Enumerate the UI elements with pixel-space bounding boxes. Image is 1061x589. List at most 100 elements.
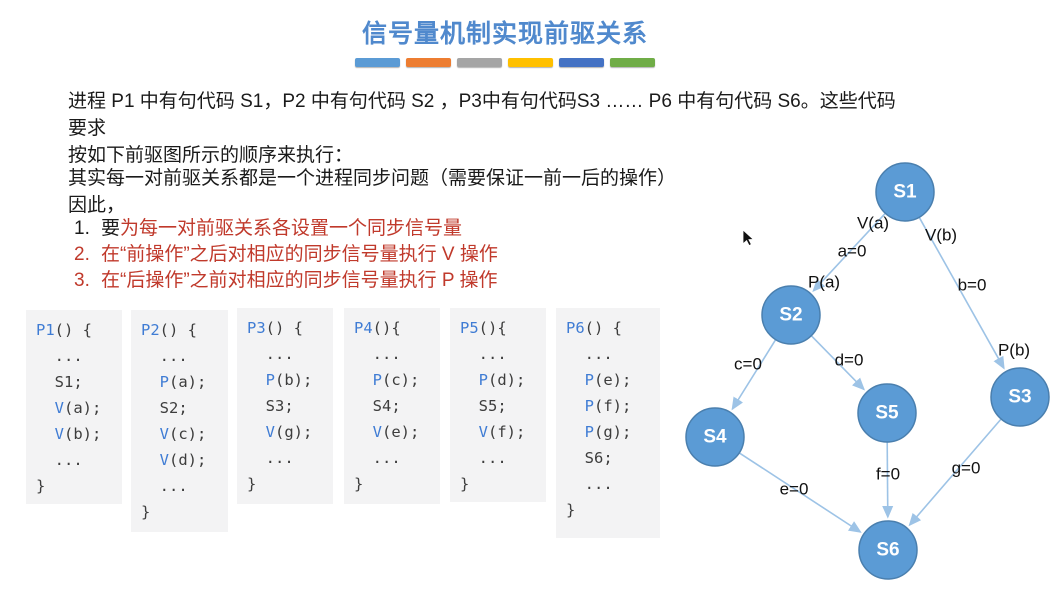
code-token: ... [247, 449, 294, 467]
code-token: (b); [275, 371, 313, 389]
graph-node-label-S2: S2 [779, 305, 802, 326]
graph-edge-label: e=0 [780, 480, 809, 499]
code-token: (){ [372, 319, 401, 337]
code-line: V(d); [141, 447, 218, 473]
code-line: S6; [566, 445, 650, 471]
code-panel-P6: P6() { ... P(e); P(f); P(g); S6; ...} [556, 308, 660, 538]
code-panel-P3: P3() { ... P(b); S3; V(g); ...} [237, 308, 333, 504]
code-token: P3 [247, 319, 266, 337]
code-panel-P5: P5(){ ... P(d); S5; V(f); ...} [450, 308, 546, 502]
code-token: P2 [141, 321, 160, 339]
code-token: P [372, 371, 383, 389]
step-text-red: 为每一对前驱关系各设置一个同步信号量 [120, 218, 463, 239]
step-number: 1. [74, 218, 90, 239]
code-token: V [159, 451, 170, 469]
code-line: P3() { [247, 315, 323, 341]
code-token: (e); [382, 423, 420, 441]
code-line: V(e); [354, 419, 430, 445]
code-line: V(b); [36, 421, 112, 447]
code-token: (d); [488, 371, 526, 389]
code-token: ... [460, 345, 507, 363]
code-token: V [478, 423, 489, 441]
graph-edge-label: g=0 [952, 459, 981, 478]
code-token: ... [247, 345, 294, 363]
code-token: V [265, 423, 276, 441]
code-token: ... [141, 477, 188, 495]
code-line: P(b); [247, 367, 323, 393]
graph-edge-label: d=0 [835, 351, 864, 370]
graph-edge-label: V(a) [857, 214, 889, 233]
code-line: P(c); [354, 367, 430, 393]
graph-node-label-S1: S1 [893, 182, 917, 203]
code-line: ... [36, 343, 112, 369]
code-token: ... [141, 347, 188, 365]
title-underline-bar [406, 58, 451, 67]
intro-paragraph: 进程 P1 中有句代码 S1，P2 中有句代码 S2 ，P3中有句代码S3 ……… [68, 88, 898, 169]
code-token: P1 [36, 321, 55, 339]
code-token: ... [354, 449, 401, 467]
title-underline-bar [457, 58, 502, 67]
code-token: ... [566, 345, 613, 363]
code-token: (){ [478, 319, 507, 337]
graph-node-S3 [990, 367, 1050, 427]
code-line: P(g); [566, 419, 650, 445]
code-line: } [460, 471, 536, 497]
graph-edge-S1-S3 [918, 216, 1005, 370]
code-line: S2; [141, 395, 218, 421]
graph-node-S2 [761, 285, 821, 345]
code-line: V(c); [141, 421, 218, 447]
code-token: (f); [488, 423, 526, 441]
code-line: P(a); [141, 369, 218, 395]
list-item: 1. 要为每一对前驱关系各设置一个同步信号量 [74, 216, 498, 242]
code-token: S1; [36, 373, 83, 391]
graph-node-label-S3: S3 [1008, 387, 1031, 408]
code-token: () { [54, 321, 92, 339]
code-token: } [460, 475, 470, 493]
intro-line-1: 进程 P1 中有句代码 S1，P2 中有句代码 S2 ，P3中有句代码S3 ……… [68, 91, 896, 139]
code-line: P5(){ [460, 315, 536, 341]
code-line: S4; [354, 393, 430, 419]
step-text: 在“后操作”之前对相应的同步信号量执行 P 操作 [101, 268, 498, 294]
code-line: ... [566, 341, 650, 367]
code-line: P(e); [566, 367, 650, 393]
code-token: S2; [141, 399, 188, 417]
intro-line-2: 按如下前驱图所示的顺序来执行： [68, 145, 354, 166]
code-token: (d); [169, 451, 207, 469]
code-token: S4; [354, 397, 401, 415]
code-line: S3; [247, 393, 323, 419]
graph-edge-label: P(a) [808, 273, 840, 292]
graph-edge-S1-S2 [812, 212, 886, 292]
note-paragraph: 其实每一对前驱关系都是一个进程同步问题（需要保证一前一后的操作） 因此， [68, 165, 828, 219]
code-token: (e); [594, 371, 632, 389]
page-title: 信号量机制实现前驱关系 [361, 20, 648, 48]
code-token: P [584, 397, 595, 415]
code-token: (c); [382, 371, 420, 389]
title-underline-bar [610, 58, 655, 67]
code-line: } [247, 471, 323, 497]
code-token: S3; [247, 397, 294, 415]
code-line: ... [460, 445, 536, 471]
step-text-red: 在“后操作”之前对相应的同步信号量执行 P 操作 [101, 270, 498, 291]
title-underline-bars [355, 58, 655, 67]
code-token: (b); [64, 425, 102, 443]
note-line-1: 其实每一对前驱关系都是一个进程同步问题（需要保证一前一后的操作） [68, 168, 677, 189]
code-token: P [584, 371, 595, 389]
code-token: } [141, 503, 151, 521]
code-line: P4(){ [354, 315, 430, 341]
title-underline-bar [508, 58, 553, 67]
code-panel-P2: P2() { ... P(a); S2; V(c); V(d); ...} [131, 310, 228, 532]
graph-edge-label: b=0 [958, 276, 987, 295]
code-token: P4 [354, 319, 373, 337]
code-token: ... [36, 451, 83, 469]
code-token: () { [265, 319, 303, 337]
code-token: P [265, 371, 276, 389]
graph-node-label-S5: S5 [875, 403, 899, 424]
code-token: P [584, 423, 595, 441]
graph-node-S4 [685, 407, 745, 467]
graph-node-S6 [858, 520, 918, 580]
code-token: (g); [594, 423, 632, 441]
code-token: () { [159, 321, 197, 339]
code-line: V(g); [247, 419, 323, 445]
